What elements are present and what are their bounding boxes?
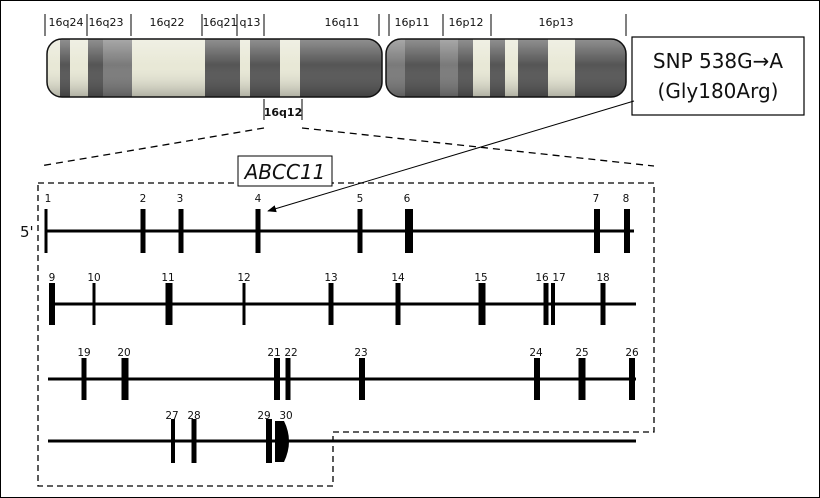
band-label-16q24: 16q24	[49, 16, 84, 29]
band-label-16q21: 16q21	[203, 16, 238, 29]
exon-8	[624, 209, 630, 253]
exon-2	[140, 209, 146, 253]
band-label-16q23: 16q23	[89, 16, 124, 29]
exon-10	[92, 283, 96, 325]
band-label-16p12: 16p12	[449, 16, 484, 29]
exon-label-16: 16	[535, 272, 549, 284]
band-label-16p11: 16p11	[395, 16, 430, 29]
exon-3	[178, 209, 184, 253]
band-labels: 16q24 16q23 16q22 16q21 q13 16q11 16p11 …	[49, 16, 574, 119]
exon-label-28: 28	[187, 410, 200, 422]
exon-label-27: 27	[165, 410, 178, 422]
exon-30	[275, 421, 289, 462]
snp-box	[631, 36, 805, 116]
exon-22	[285, 358, 291, 400]
exon-29	[266, 419, 272, 463]
exon-label-9: 9	[49, 272, 56, 284]
snp-mutation: SNP 538G→A	[653, 49, 784, 73]
gene-region-box	[37, 182, 655, 487]
exon-label-10: 10	[87, 272, 100, 284]
exon-20	[121, 358, 129, 400]
exon-1	[44, 209, 48, 253]
exon-label-2: 2	[140, 193, 147, 205]
exon-label-26: 26	[625, 347, 639, 359]
exon-label-8: 8	[623, 193, 630, 205]
exon-4	[255, 209, 261, 253]
exon-label-13: 13	[324, 272, 337, 284]
exon-label-15: 15	[474, 272, 487, 284]
exon-label-22: 22	[284, 347, 297, 359]
exon-label-20: 20	[117, 347, 130, 359]
exon-17	[551, 283, 555, 325]
band-ticks	[44, 14, 627, 120]
band-label-16q11: 16q11	[325, 16, 360, 29]
exon-12	[242, 283, 246, 325]
exon-label-21: 21	[267, 347, 280, 359]
exon-label-17: 17	[552, 272, 565, 284]
exon-11	[165, 283, 173, 325]
band-label-16q12: 16q12	[264, 106, 303, 119]
band-label-q13: q13	[240, 16, 261, 29]
exon-label-12: 12	[237, 272, 250, 284]
gene-backbones	[46, 229, 636, 443]
chromosome-p-arm	[385, 38, 627, 98]
exon-label-1: 1	[45, 193, 52, 205]
exons	[44, 209, 635, 463]
snp-arrow	[267, 100, 635, 213]
exon-19	[81, 358, 87, 400]
chromosome-q-arm	[46, 38, 383, 98]
band-label-16p13: 16p13	[539, 16, 574, 29]
gene-name-box	[237, 155, 333, 187]
exon-16	[543, 283, 549, 325]
exon-25	[578, 358, 586, 400]
band-label-16q22: 16q22	[150, 16, 185, 29]
exon-26	[629, 358, 635, 400]
exon-18	[600, 283, 606, 325]
exon-label-4: 4	[255, 193, 262, 205]
exon-label-23: 23	[354, 347, 367, 359]
exon-27	[171, 419, 175, 463]
exon-21	[274, 358, 280, 400]
exon-7	[594, 209, 600, 253]
exon-label-30: 30	[279, 410, 292, 422]
exon-13	[328, 283, 334, 325]
exon-label-3: 3	[177, 193, 184, 205]
exon-label-6: 6	[404, 193, 411, 205]
exon-28	[191, 419, 197, 463]
exon-label-18: 18	[596, 272, 609, 284]
exon-label-24: 24	[529, 347, 543, 359]
exon-label-19: 19	[77, 347, 90, 359]
snp-amino-acid-change: (Gly180Arg)	[658, 79, 779, 103]
five-prime-label: 5'	[20, 223, 34, 241]
exon-23	[359, 358, 365, 400]
exon-15	[478, 283, 486, 325]
exon-9	[49, 283, 55, 325]
exon-label-25: 25	[575, 347, 588, 359]
exon-24	[534, 358, 540, 400]
exon-label-11: 11	[161, 272, 174, 284]
zoom-lines	[39, 127, 655, 167]
exon-label-29: 29	[257, 410, 270, 422]
exon-label-14: 14	[391, 272, 405, 284]
exon-5	[357, 209, 363, 253]
gene-name: ABCC11	[243, 160, 326, 184]
exon-label-5: 5	[357, 193, 364, 205]
exon-14	[395, 283, 401, 325]
exon-6	[405, 209, 413, 253]
exon-label-7: 7	[593, 193, 600, 205]
